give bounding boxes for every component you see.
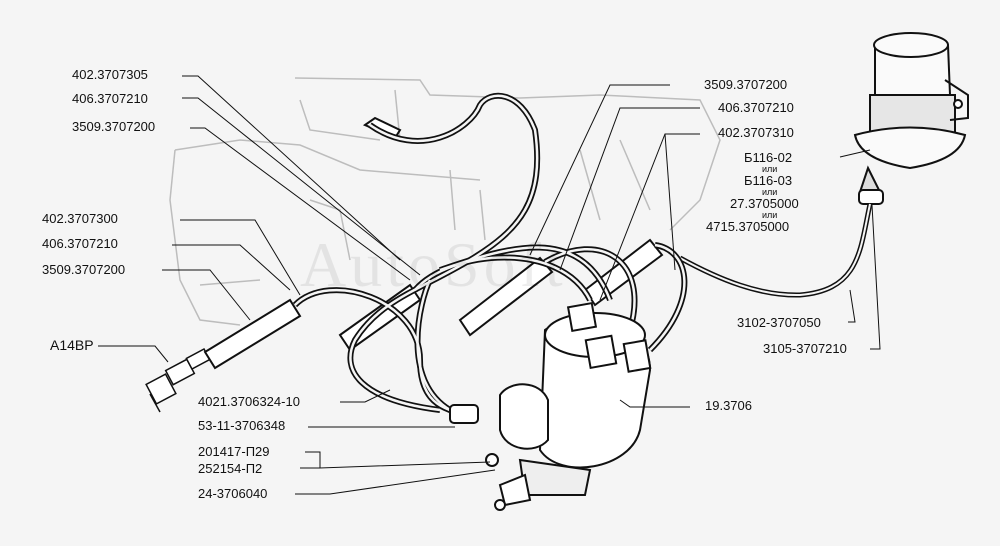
label-201417-p29: 201417-П29 xyxy=(198,444,270,459)
label-wire-402-3707300: 402.3707300 xyxy=(42,211,118,226)
ignition-coil xyxy=(853,32,969,205)
label-coil-wire-3102: 3102-3707050 xyxy=(737,315,821,330)
label-wire-402-3707305: 402.3707305 xyxy=(72,67,148,82)
label-coil-wire-3105: 3105-3707210 xyxy=(763,341,847,356)
label-252154-p2: 252154-П2 xyxy=(198,461,263,476)
label-wire-3509-3707200-mid: 3509.3707200 xyxy=(42,262,126,277)
engine-block-outline xyxy=(169,77,721,326)
label-wire-3509-3707200-right: 3509.3707200 xyxy=(704,77,788,92)
leader-lines xyxy=(98,75,881,495)
label-coil-27-3705000: 27.3705000 xyxy=(730,196,799,211)
label-coil-4715-3705000: 4715.3705000 xyxy=(706,219,790,234)
label-coil-or-1: или xyxy=(762,164,778,174)
label-coil-b116-03: Б116-03 xyxy=(744,173,793,188)
label-wire-402-3707310: 402.3707310 xyxy=(718,125,794,140)
label-spark-plug: А14ВР xyxy=(50,337,94,353)
label-wire-3509-3707200-top: 3509.3707200 xyxy=(72,119,156,134)
ht-wires xyxy=(292,92,688,418)
spark-plug xyxy=(145,347,211,413)
label-24-3706040: 24-3706040 xyxy=(198,486,268,501)
label-coil-or-3: или xyxy=(762,210,778,220)
label-53-11-3706348: 53-11-3706348 xyxy=(198,418,286,433)
watermark: AutoSoft xyxy=(300,229,567,300)
label-wire-406-3707210-mid: 406.3707210 xyxy=(42,236,118,251)
label-coil-b116-02: Б116-02 xyxy=(744,150,793,165)
label-wire-406-3707210-top: 406.3707210 xyxy=(72,91,148,106)
label-wire-406-3707210-right: 406.3707210 xyxy=(718,100,794,115)
distributor xyxy=(449,301,652,511)
label-4021-3706324-10: 4021.3706324-10 xyxy=(198,394,300,409)
label-distributor: 19.3706 xyxy=(705,398,752,413)
label-coil-or-2: или xyxy=(762,187,778,197)
